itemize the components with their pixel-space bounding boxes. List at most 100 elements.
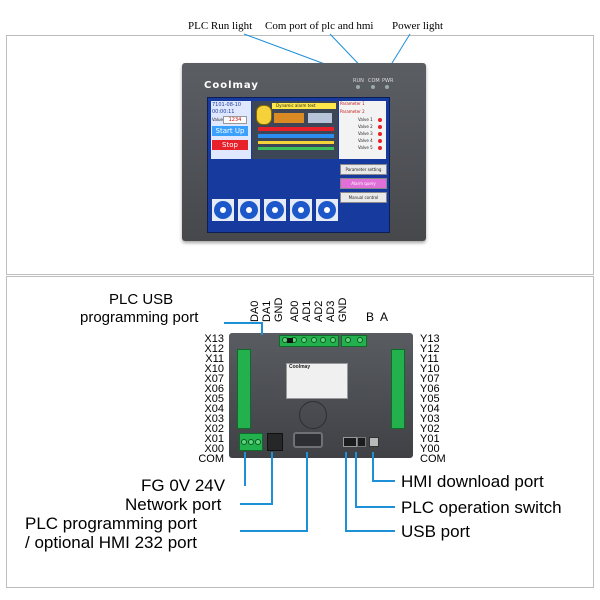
pin-x03: X03 — [204, 413, 224, 425]
com-port-callout: Com port of plc and hmi — [265, 20, 374, 32]
pipe-green — [258, 147, 334, 150]
pin-y13: Y13 — [420, 333, 440, 345]
screen-date: 7101-08-10 — [212, 102, 242, 108]
plc-run-light-callout: PLC Run light — [188, 20, 253, 32]
pin-y02: Y02 — [420, 423, 440, 435]
pin-com-output: COM — [420, 453, 446, 465]
plc-programming-port-label-1: PLC programming port — [25, 514, 197, 533]
manual-control-button[interactable]: Manual control — [340, 192, 387, 203]
network-port-label: Network port — [125, 495, 222, 514]
device-brand-logo: Coolmay — [204, 80, 259, 91]
pwr-led — [385, 85, 389, 89]
plc-programming-port-label-2: / optional HMI 232 port — [25, 533, 197, 552]
pin-y00: Y00 — [420, 443, 440, 455]
pin-y11: Y11 — [420, 353, 439, 365]
heater-block — [274, 113, 304, 123]
pin-y10: Y10 — [420, 363, 440, 375]
screen-time: 00:00:11 — [212, 109, 235, 115]
pin-y01: Y01 — [420, 433, 440, 445]
output-terminal-block[interactable] — [391, 349, 405, 429]
valve-4-label: Valve 4 — [358, 138, 373, 143]
device-sticker-brand: Coolmay — [289, 364, 311, 370]
pin-x02: X02 — [204, 423, 224, 435]
ventilation-circle — [299, 401, 327, 429]
screen-value-label: Value — [212, 117, 223, 122]
pin-y12: Y12 — [420, 343, 440, 355]
led-label-com: COM — [368, 78, 380, 84]
plc-operation-switch[interactable] — [369, 437, 379, 447]
valve-5-indicator — [378, 146, 382, 150]
dynamic-alarm-text: Dynamic alarm text — [276, 103, 316, 108]
fan-icon-4 — [290, 199, 312, 221]
pin-x01: X01 — [204, 433, 224, 445]
valve-1-label: Valve 1 — [358, 117, 373, 122]
dynamic-alarm-bar — [272, 103, 336, 109]
screen-stop-button[interactable]: Stop — [212, 140, 248, 150]
pin-x12: X12 — [204, 343, 224, 355]
input-pin-labels: X13 X12 X11 X10 X07 X06 X05 X04 X03 X02 … — [184, 334, 224, 465]
valve-2-label: Valve 2 — [358, 124, 373, 129]
output-pin-labels: Y13 Y12 Y11 Y10 Y07 Y06 Y05 Y04 Y03 Y02 … — [420, 333, 460, 465]
top-terminal-block-2 — [341, 335, 367, 347]
plc-device-back: Coolmay — [229, 333, 413, 458]
network-port[interactable] — [267, 433, 283, 451]
parameter-2-label: Parameter 2 — [340, 109, 365, 114]
hmi-touchscreen[interactable]: 7101-08-10 00:00:11 Value 1234 Start Up … — [207, 97, 390, 233]
led-label-run: RUN — [353, 78, 364, 84]
screen-value-field[interactable]: 1234 — [223, 116, 247, 124]
power-terminal-block[interactable] — [239, 433, 263, 451]
input-terminal-block[interactable] — [237, 349, 251, 429]
valve-2-indicator — [378, 125, 382, 129]
pin-x04: X04 — [204, 403, 224, 415]
pin-x05: X05 — [204, 393, 224, 405]
pin-y05: Y05 — [420, 393, 440, 405]
pin-com-input: COM — [198, 453, 224, 465]
fan-icon-2 — [238, 199, 260, 221]
pin-x10: X10 — [204, 363, 224, 375]
usb-a-port[interactable] — [343, 437, 357, 447]
parameter-1-label: Parameter 1 — [340, 101, 365, 106]
pipe-yellow — [258, 141, 334, 144]
hmi-download-port[interactable] — [357, 437, 366, 447]
usb-programming-leader — [224, 322, 263, 335]
valve-1-indicator — [378, 118, 382, 122]
led-label-pwr: PWR — [382, 78, 394, 84]
com-led — [371, 85, 375, 89]
usb-port-label: USB port — [401, 522, 470, 541]
valve-3-indicator — [378, 132, 382, 136]
run-led — [356, 85, 360, 89]
screen-start-button[interactable]: Start Up — [212, 126, 248, 136]
pin-a: A — [380, 310, 389, 324]
pin-y04: Y04 — [420, 403, 440, 415]
pipe-blue — [258, 134, 334, 138]
power-light-callout: Power light — [392, 20, 444, 32]
pin-x07: X07 — [204, 373, 224, 385]
top-terminal-block-analog — [279, 335, 339, 347]
usb-programming-port-label-2: programming port — [80, 309, 199, 326]
fg-0v-24v-label: FG 0V 24V — [141, 476, 226, 495]
pin-y06: Y06 — [420, 383, 440, 395]
usb-port-leader — [345, 452, 395, 532]
parameter-setting-button[interactable]: Parameter setting — [340, 164, 387, 175]
fan-row — [212, 199, 338, 221]
fan-icon-1 — [212, 199, 234, 221]
tank — [256, 105, 272, 125]
valve-5-label: Valve 5 — [358, 145, 373, 150]
network-port-leader — [240, 452, 273, 505]
usb-programming-port-socket[interactable] — [287, 338, 293, 343]
device-label-sticker — [286, 363, 348, 399]
db9-serial-port[interactable] — [293, 432, 323, 448]
hmi-download-leader — [372, 452, 395, 482]
process-diagram: Dynamic alarm text — [252, 101, 338, 159]
pin-x11: X11 — [205, 353, 224, 365]
hmi-device-front: Coolmay RUN COM PWR 7101-08-10 00:00:11 … — [182, 63, 426, 241]
pin-x06: X06 — [204, 383, 224, 395]
pin-y03: Y03 — [420, 413, 440, 425]
pin-b: B — [366, 310, 375, 324]
alarm-query-button[interactable]: Alarm query — [340, 178, 387, 189]
hmi-download-port-label: HMI download port — [401, 472, 544, 491]
usb-programming-port-label-1: PLC USB — [109, 291, 174, 308]
pipe-red — [258, 127, 334, 131]
machine-block — [308, 113, 332, 123]
